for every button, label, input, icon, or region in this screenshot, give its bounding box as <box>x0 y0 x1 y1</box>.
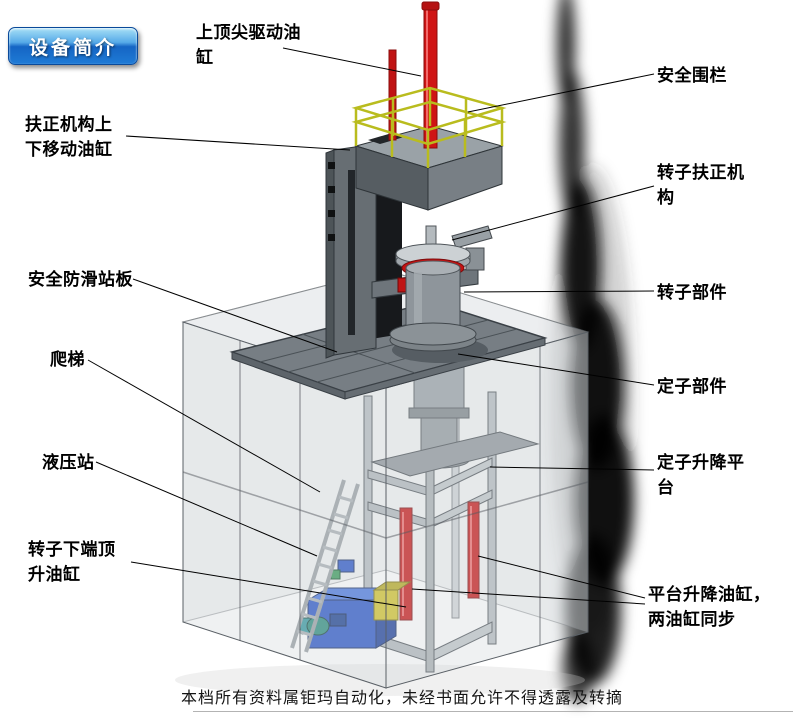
copyright-note: 本档所有资料属钜玛自动化，未经书面允许不得透露及转摘 <box>180 690 623 707</box>
callout-top-center-drive-cylinder: 上顶尖驱动油缸 <box>196 23 301 67</box>
callout-platform-lift-cylinders: 平台升降油缸，两油缸同步 <box>648 585 771 629</box>
bottom-divider <box>193 711 793 712</box>
lift-frame <box>363 377 497 673</box>
callout-centering-updown-cylinder: 扶正机构上下移动油缸 <box>25 115 113 159</box>
safety-fence-railing <box>351 86 507 168</box>
ground-shadow <box>175 664 585 696</box>
callout-hydraulic-station: 液压站 <box>42 453 95 472</box>
rotor-assembly <box>389 225 477 352</box>
callout-rotor-centering-mechanism: 转子扶正机构 <box>657 163 745 207</box>
callout-safety-fence: 安全围栏 <box>657 66 727 85</box>
callout-anti-slip-platform: 安全防滑站板 <box>28 270 133 289</box>
smoke-shadow <box>550 0 634 703</box>
top-drive-cylinder-red <box>388 1 440 149</box>
callout-stator-parts: 定子部件 <box>657 377 727 396</box>
callout-rotor-bottom-jack-cylinder: 转子下端顶升油缸 <box>28 540 116 584</box>
callout-ladder: 爬梯 <box>50 350 85 369</box>
platform-lift-cylinders-red <box>399 501 480 621</box>
stator-lift-platform-plate <box>370 431 540 477</box>
leader-lines <box>87 47 655 608</box>
callout-rotor-parts: 转子部件 <box>657 283 727 302</box>
title-badge: 设备简介 <box>8 27 138 65</box>
callout-stator-lift-platform: 定子升降平台 <box>657 453 745 497</box>
press-column <box>325 143 402 359</box>
